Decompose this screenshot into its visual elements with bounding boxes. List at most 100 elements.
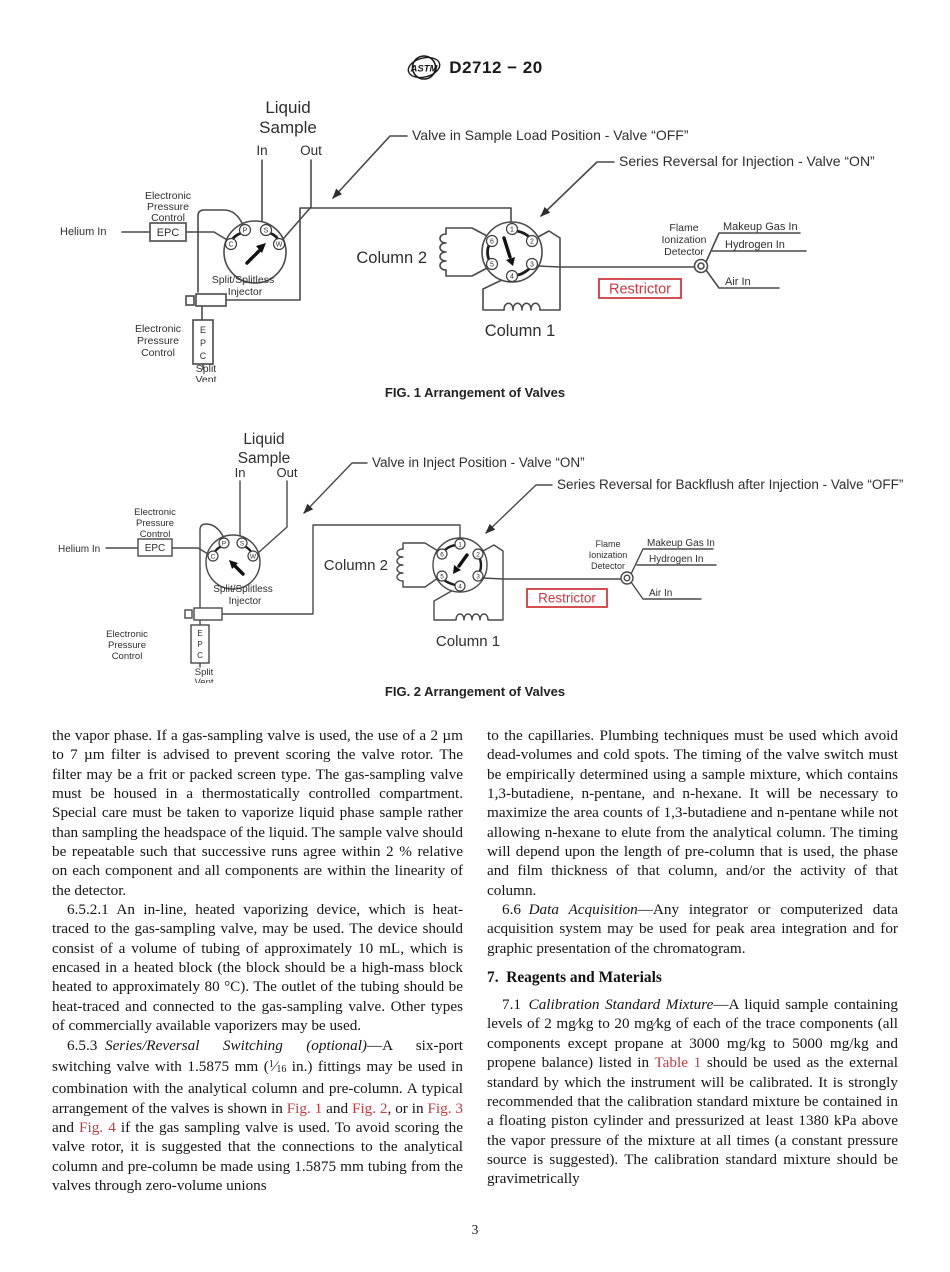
port-w: W	[276, 242, 283, 249]
sample-out-label: Out	[300, 143, 322, 158]
figure-1-diagram: EPC Electronic Pressure Control Helium I…	[60, 98, 875, 382]
body-paragraph: 6.6 Data Acquisition—Any integrator or c…	[487, 900, 898, 958]
text-run: Calibration Standard Mixture	[528, 996, 714, 1014]
text-run: to the capillaries. Plumbing techniques …	[487, 727, 898, 899]
epc-box-label: EPC	[157, 227, 180, 239]
epc-label: Electronic	[134, 507, 176, 518]
callout-leader-arrow	[303, 462, 368, 514]
doc-code: D2712 − 20	[449, 57, 543, 77]
hydrogen-label: Hydrogen In	[725, 239, 785, 251]
text-run: Series/Reversal Switching (optional)	[104, 1036, 367, 1054]
column1-coil	[455, 613, 489, 621]
cross-reference-link[interactable]: Fig. 2	[351, 1099, 388, 1117]
epc-label: Control	[112, 651, 143, 662]
fid-label: Detector	[664, 246, 704, 258]
text-run: 1	[268, 1058, 274, 1070]
cross-reference-link[interactable]: Fig. 4	[79, 1118, 116, 1136]
port-1: 1	[510, 227, 514, 234]
restrictor-label: Restrictor	[609, 282, 671, 298]
text-run: —A liquid sample containing levels of 2 …	[487, 996, 898, 1072]
epc-label: Control	[140, 529, 171, 540]
column1-label: Column 1	[485, 322, 556, 340]
column1-coil	[503, 302, 541, 311]
epc-letter: P	[200, 338, 206, 348]
epc-label: Control	[151, 212, 185, 224]
makeup-gas-label: Makeup Gas In	[723, 221, 798, 233]
text-run: 6.5.2.1 An in-line, heated vaporizing de…	[52, 901, 463, 1035]
flame-ionization-detector	[620, 571, 634, 585]
figure-2-caption: FIG. 2 Arrangement of Valves	[384, 684, 566, 699]
epc-label: Pressure	[137, 335, 179, 347]
body-paragraph: 6.5.3 Series/Reversal Switching (optiona…	[52, 1036, 463, 1196]
port-5: 5	[440, 574, 444, 581]
cross-reference-link[interactable]: Fig. 1	[286, 1099, 323, 1117]
text-run: in.) fittings may be used in combination…	[52, 1057, 463, 1117]
makeup-gas-label: Makeup Gas In	[647, 538, 715, 549]
callout-leader-arrow	[540, 161, 615, 217]
column1-label: Column 1	[436, 633, 500, 650]
air-label: Air In	[725, 276, 751, 288]
text-run: ⁄	[273, 1057, 277, 1075]
callout-leader-arrow	[332, 135, 408, 199]
split-splitless-injector	[185, 293, 227, 307]
port-2: 2	[530, 239, 534, 246]
injector-label: Split/Splitless	[212, 274, 274, 286]
cross-reference-link[interactable]: Table 1	[654, 1054, 702, 1072]
fid-label: Ionization	[662, 234, 707, 246]
sample-out-label: Out	[277, 465, 298, 480]
port-5: 5	[490, 262, 494, 269]
port-4: 4	[510, 274, 514, 281]
text-run: , or in	[387, 1099, 428, 1117]
split-vent-epc: E P C	[190, 624, 210, 664]
epc-label: Control	[141, 347, 175, 359]
valve-rotor-arrow	[233, 564, 245, 576]
liquid-sample-label: Sample	[238, 450, 291, 467]
text-run: and	[322, 1099, 352, 1117]
body-paragraph: the vapor phase. If a gas-sampling valve…	[52, 726, 463, 900]
injector-label: Split/Splitless	[213, 584, 272, 595]
hydrogen-label: Hydrogen In	[649, 554, 703, 565]
split-vent-label: Vent	[194, 677, 213, 683]
restrictor-callout: Restrictor	[598, 278, 682, 299]
body-paragraph: 6.5.2.1 An in-line, heated vaporizing de…	[52, 900, 463, 1035]
callout-inject-position: Valve in Inject Position - Valve “ON”	[372, 455, 585, 470]
epc-letter: E	[200, 325, 206, 335]
text-run: the vapor phase. If a gas-sampling valve…	[52, 727, 463, 899]
air-label: Air In	[649, 588, 672, 599]
text-run: —A six-port switching valve with 1.5875 …	[52, 1036, 463, 1075]
switching-valve: 1 2 3 4 5 6	[481, 221, 543, 283]
port-4: 4	[458, 584, 462, 591]
epc-letter: C	[197, 651, 203, 660]
body-column-left: the vapor phase. If a gas-sampling valve…	[52, 726, 463, 1195]
helium-in-label: Helium In	[58, 544, 100, 555]
callout-load-position: Valve in Sample Load Position - Valve “O…	[412, 127, 689, 143]
column2-label: Column 2	[324, 557, 388, 574]
epc-label: Pressure	[136, 518, 174, 529]
column2-coil	[396, 548, 404, 582]
restrictor-callout: Restrictor	[526, 588, 608, 608]
port-p: P	[222, 541, 226, 548]
cross-reference-link[interactable]: Fig. 3	[427, 1099, 464, 1117]
tubing-lines	[121, 159, 807, 370]
port-w: W	[250, 554, 257, 561]
epc-letter: P	[197, 640, 202, 649]
epc-label: Electronic	[106, 629, 148, 640]
port-1: 1	[458, 542, 462, 549]
body-paragraph: 7.1 Calibration Standard Mixture—A liqui…	[487, 995, 898, 1188]
section-heading: 7. Reagents and Materials	[487, 969, 662, 987]
epc-box: EPC	[149, 222, 187, 242]
epc-label: Pressure	[147, 201, 189, 213]
epc-box-label: EPC	[145, 543, 166, 554]
restrictor-label: Restrictor	[538, 591, 596, 606]
flame-ionization-detector	[693, 258, 709, 274]
port-p: P	[243, 228, 248, 235]
port-c: C	[211, 554, 216, 561]
liquid-sample-label: Liquid	[265, 98, 310, 117]
callout-series-reversal: Series Reversal for Backflush after Inje…	[557, 477, 903, 492]
page-number: 3	[471, 1222, 479, 1237]
port-3: 3	[476, 574, 480, 581]
liquid-sample-label: Liquid	[243, 431, 284, 448]
port-3: 3	[530, 262, 534, 269]
switching-valve: 1 2 3 4 5 6	[432, 537, 488, 593]
text-run: should be used as the external standard …	[487, 1054, 899, 1188]
